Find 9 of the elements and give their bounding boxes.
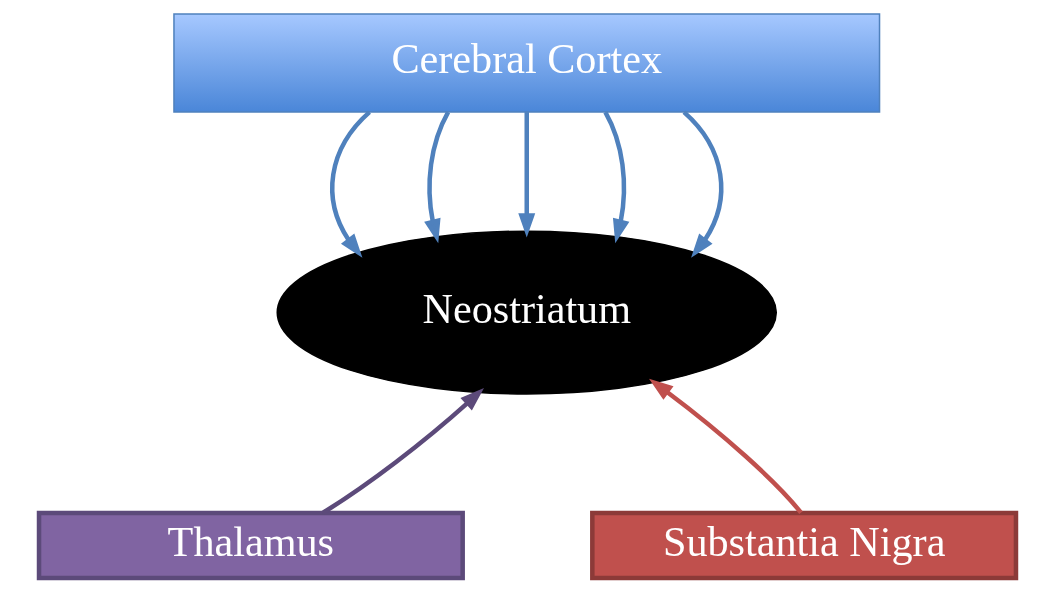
node-box: Thalamus [36,510,465,581]
arrow [329,110,371,258]
node-box: Substantia Nigra [589,510,1018,581]
arrow [423,111,450,244]
arrow [517,112,535,238]
arrow [602,111,629,244]
node-box: Cerebral Cortex [172,13,880,113]
arrow [681,110,723,258]
arrow [648,378,803,515]
